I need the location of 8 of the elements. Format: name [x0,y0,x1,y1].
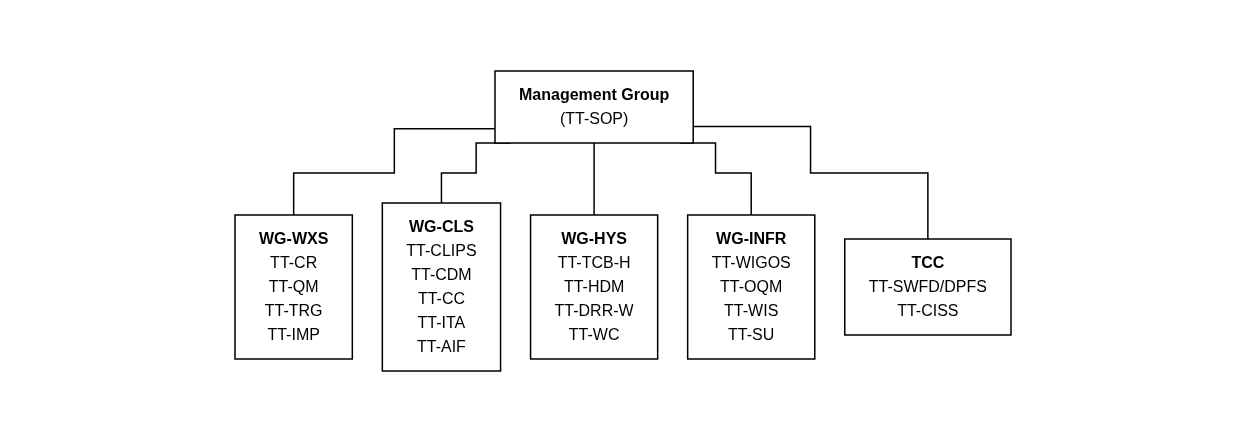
node-box: WG-CLS TT-CLIPS TT-CDM TT-CC TT-ITA TT-AIF [381,201,501,372]
node-box: WG-INFR TT-WIGOS TT-OQM TT-WIS TT-SU [686,213,815,360]
node-box: TCC TT-SWFD/DPFS TT-CISS [843,237,1012,336]
node-box: WG-HYS TT-TCB-H TT-HDM TT-DRR-W TT-WC [529,213,658,360]
connector [692,125,929,240]
node-box: Management Group (TT-SOP) [493,69,694,144]
node-box: WG-WXS TT-CR TT-QM TT-TRG TT-IMP [233,213,353,360]
connector [592,141,595,216]
